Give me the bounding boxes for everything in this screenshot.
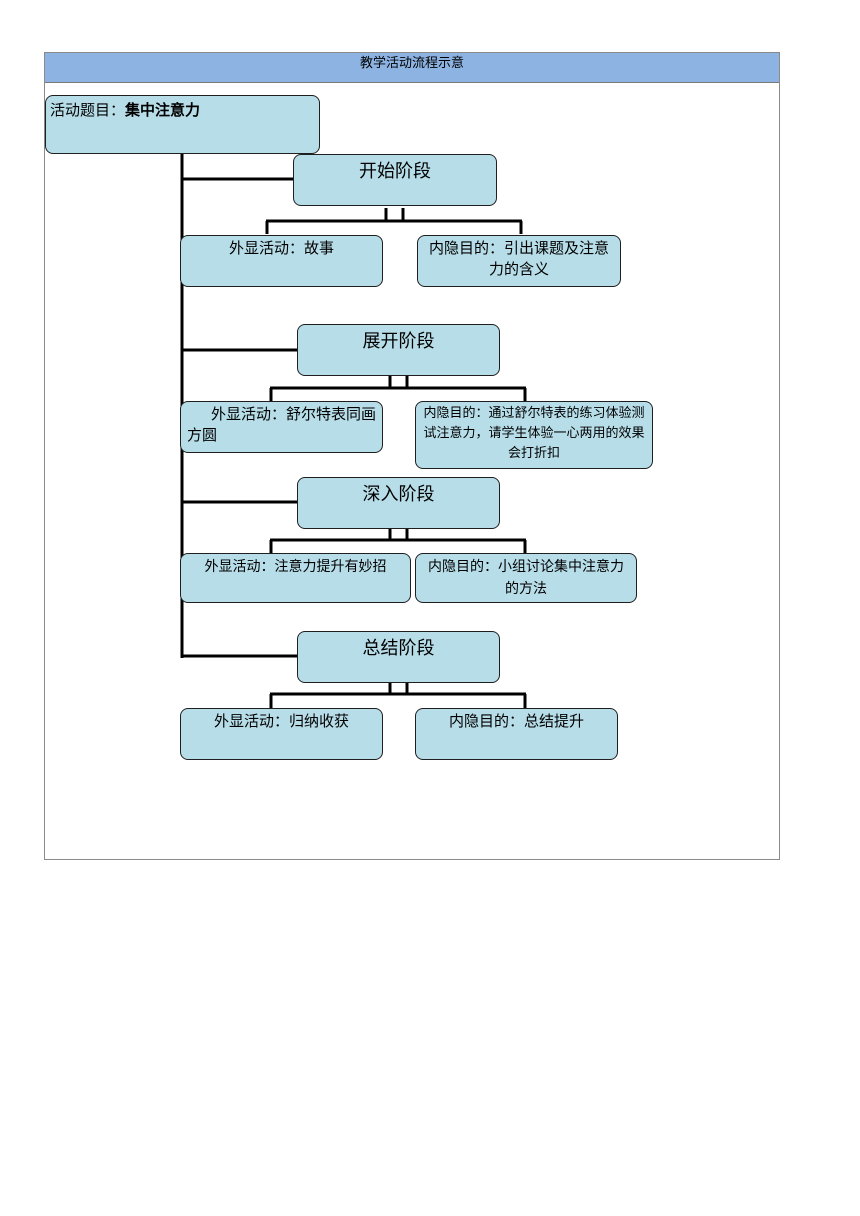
stage-title: 总结阶段 <box>362 638 435 659</box>
stage-deepen-box: 深入阶段 <box>297 477 500 529</box>
inner-goal-expand: 内隐目的：通过舒尔特表的练习体验测试注意力，请学生体验一心两用的效果会打折扣 <box>415 401 653 469</box>
inner-goal-start: 内隐目的：引出课题及注意力的含义 <box>417 235 621 287</box>
outer-activity-text: 外显活动：舒尔特表同画方圆 <box>187 405 377 444</box>
stage-title: 开始阶段 <box>359 161 431 182</box>
outer-activity-expand: 外显活动：舒尔特表同画方圆 <box>180 401 383 453</box>
stage-start-box: 开始阶段 <box>293 154 497 206</box>
stage-expand-box: 展开阶段 <box>297 324 500 376</box>
inner-goal-text: 内隐目的：小组讨论集中注意力的方法 <box>428 559 624 597</box>
activity-topic-box: 活动题目：集中注意力 <box>45 95 320 154</box>
stage-title: 深入阶段 <box>362 484 435 505</box>
stage-title: 展开阶段 <box>362 331 435 352</box>
stage-summary-box: 总结阶段 <box>297 631 500 683</box>
outer-activity-text: 外显活动：注意力提升有妙招 <box>204 559 387 575</box>
topic-label: 活动题目： <box>50 101 126 119</box>
inner-goal-text: 内隐目的：总结提升 <box>448 712 584 730</box>
topic-value: 集中注意力 <box>125 101 201 119</box>
outer-activity-deepen: 外显活动：注意力提升有妙招 <box>180 553 411 603</box>
outer-activity-summary: 外显活动：归纳收获 <box>180 708 383 760</box>
inner-goal-deepen: 内隐目的：小组讨论集中注意力的方法 <box>415 553 637 603</box>
outer-activity-text: 外显活动：归纳收获 <box>213 712 349 730</box>
outer-activity-text: 外显活动：故事 <box>228 239 334 257</box>
outer-activity-start: 外显活动：故事 <box>180 235 383 287</box>
page-title: 教学活动流程示意 <box>45 53 779 83</box>
inner-goal-text: 内隐目的：通过舒尔特表的练习体验测试注意力，请学生体验一心两用的效果会打折扣 <box>423 406 645 461</box>
flowchart-frame: 教学活动流程示意 <box>44 52 780 860</box>
inner-goal-text: 内隐目的：引出课题及注意力的含义 <box>428 239 609 278</box>
inner-goal-summary: 内隐目的：总结提升 <box>415 708 618 760</box>
